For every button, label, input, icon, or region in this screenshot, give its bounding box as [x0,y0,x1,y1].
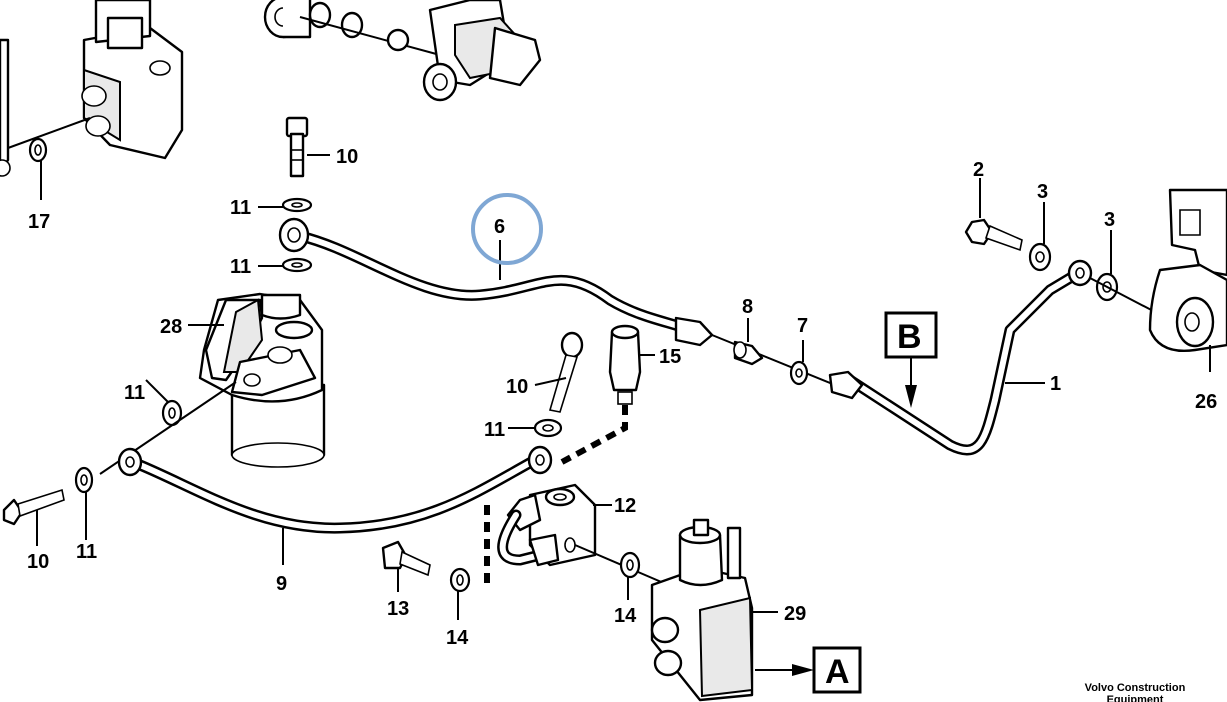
top-left-valve [0,0,184,177]
washer-7 [789,340,809,386]
connector-block-12 [484,483,681,591]
callout-28: 28 [160,316,182,338]
callout-15: 15 [659,346,681,368]
bracket-26 [1148,188,1227,372]
callout-10-center: 10 [506,376,528,398]
view-marker-a [755,646,862,694]
callout-10-lower-left: 10 [27,551,49,573]
washer-11-center [508,418,563,438]
view-marker-a-label: A [825,653,850,691]
banjo-bolt-top [285,116,330,178]
callout-13: 13 [387,598,409,620]
highlight-circle [471,193,543,265]
washer-14-right [619,551,641,600]
washer-3-a [1028,202,1052,272]
view-marker-b-label: B [897,318,922,356]
callout-1: 1 [1050,373,1061,395]
callout-29: 29 [784,603,806,625]
valve-29 [650,518,778,702]
callout-11-left-a: 11 [76,541,97,563]
pipe-6 [278,217,714,347]
brand-footer: Volvo Construction Equipment [1084,682,1186,702]
callout-11-lower: 11 [230,256,251,278]
bolt-13 [381,540,431,592]
callout-11-center: 11 [484,419,505,441]
callout-17: 17 [28,211,50,233]
view-marker-b [884,311,938,408]
callout-7: 7 [797,315,808,337]
bolt-2 [964,178,1023,252]
callout-10-top: 10 [336,146,358,168]
banjo-bolt-center [534,331,584,413]
callout-14-left: 14 [446,627,469,649]
pipe-1 [828,259,1093,456]
filter-housing-28 [188,292,326,468]
callout-3-a: 3 [1037,181,1048,203]
bolt-10-lower-left [2,488,65,546]
washer-11-left-b [99,379,237,475]
callout-14-right: 14 [614,605,637,627]
washer-3-b [1089,230,1181,326]
pipe-9 [117,445,553,565]
callout-8: 8 [742,296,753,318]
callout-12: 12 [614,495,636,517]
callout-9: 9 [276,573,287,595]
washer-11-upper [258,197,313,213]
washer-17 [28,137,48,200]
washer-11-lower [258,257,313,273]
callout-2: 2 [973,159,984,181]
pressure-sensor-15 [560,324,655,465]
top-center-parts [263,0,542,102]
callout-3-b: 3 [1104,209,1115,231]
washer-11-left-a [74,466,94,540]
washer-14-left [449,567,471,620]
callout-26: 26 [1195,391,1217,413]
callout-11-upper: 11 [230,197,251,219]
fitting-8 [711,318,836,386]
callout-11-left-b: 11 [124,382,145,404]
callout-6: 6 [494,216,505,238]
